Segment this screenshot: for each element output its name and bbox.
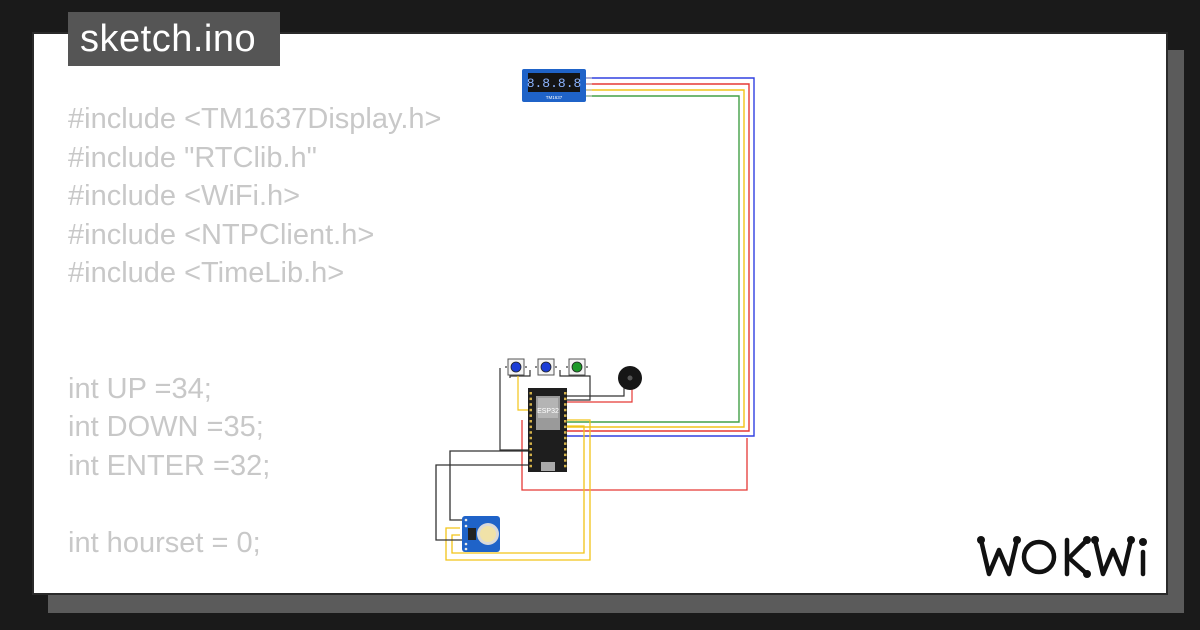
code-line: #include <WiFi.h> [68, 180, 301, 212]
wokwi-logo: WOKWI [975, 530, 1147, 578]
logo-text: WOKWI [975, 530, 979, 531]
wire-black-buzzer [567, 388, 625, 397]
code-preview: #include <TM1637Display.h> #include "RTCl… [68, 100, 441, 562]
tm1637-display: 8.8.8.8 TM1637 [522, 69, 592, 102]
code-line: int hourset = 0; [68, 526, 261, 559]
wire-black-gnd [449, 450, 528, 521]
wire-yellow-scl [451, 425, 585, 554]
wire-red [567, 83, 750, 432]
wire-green [567, 95, 740, 423]
rtc-wires [435, 419, 748, 561]
rtc-module [462, 516, 500, 552]
esp32-board: ESP32 [528, 388, 567, 472]
preview-card [32, 32, 1168, 595]
wire-yellow-btn [517, 376, 528, 411]
enter-button [566, 358, 588, 376]
code-line: int UP =34; [68, 372, 212, 405]
display-digits: 8.8.8.8 [527, 76, 582, 91]
buzzer [618, 366, 642, 390]
code-line: #include <TM1637Display.h> [68, 103, 442, 135]
code-line: #include "RTClib.h" [68, 141, 317, 174]
code-line: int ENTER =32; [68, 449, 271, 482]
wire-red-power [521, 420, 748, 491]
wire-yellow [567, 89, 745, 428]
wire-black-btn [499, 368, 528, 451]
wire-black-gnd-2 [435, 464, 528, 541]
code-line: int DOWN =35; [68, 411, 264, 443]
code-line: #include <TimeLib.h> [68, 257, 345, 289]
wire-black-btn-3 [559, 370, 591, 401]
wire-blue [567, 77, 755, 437]
code-line: #include <NTPClient.h> [68, 218, 375, 251]
wire-yellow-sda [445, 419, 591, 561]
esp32-label: ESP32 [537, 408, 559, 415]
push-buttons [505, 358, 588, 376]
display-wires [567, 77, 755, 437]
file-name-tab: sketch.ino [68, 12, 281, 66]
button-wires [499, 368, 633, 451]
wire-red-buzzer [567, 388, 633, 403]
up-button [505, 358, 527, 376]
down-button [535, 358, 557, 376]
display-label: TM1637 [546, 95, 563, 100]
wire-black-btn-2 [509, 370, 531, 378]
